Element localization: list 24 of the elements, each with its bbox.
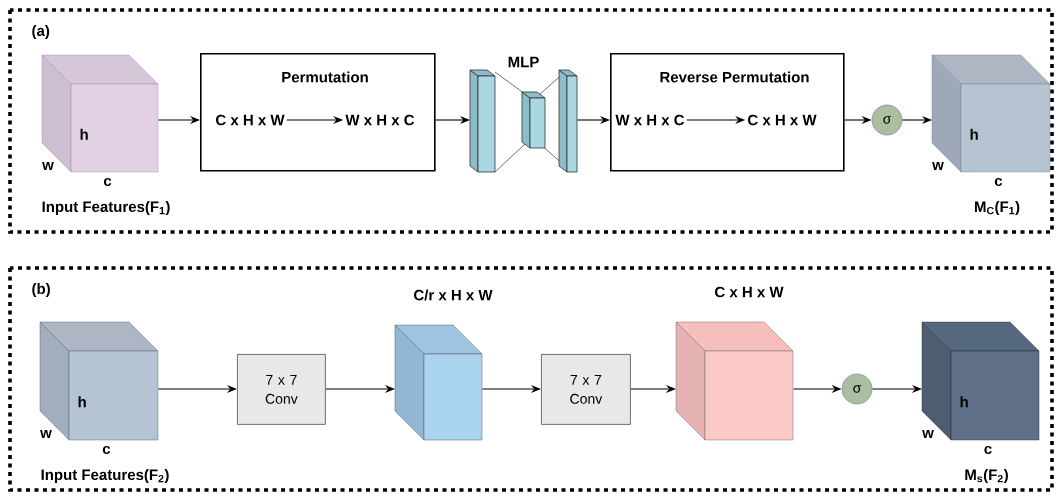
mlp-drawing: MLP [469, 56, 578, 173]
shape-text: C x H x W [216, 114, 285, 126]
feature-cube: C/r x H x W [394, 289, 493, 441]
axis-letter: w [922, 430, 934, 438]
node-label: C x H x W [715, 286, 784, 298]
axis-letter: c [994, 177, 1003, 187]
cube-caption: Input Features(F$_{1}$) [42, 201, 170, 215]
cube-caption: Input Features(F$_{2}$) [41, 469, 169, 483]
axis-letter: c [102, 445, 111, 455]
axis-letter: c [103, 177, 112, 187]
axis-letter: w [932, 162, 944, 170]
node-label: C/r x H x W [414, 289, 493, 301]
shape-text: W x H x C [615, 114, 685, 126]
shape-text: C x H x W [748, 114, 817, 126]
axis-letter: w [42, 162, 54, 170]
conv-box: 7 x 7 Conv [237, 354, 326, 425]
axis-letter: w [40, 430, 52, 438]
axis-letter: c [984, 445, 992, 455]
feature-cube: C x H x W [675, 286, 794, 441]
cube-caption: M$_{C}$(F$_{1}$) [975, 201, 1020, 215]
shape-text: W x H x C [345, 114, 415, 126]
conv-box: 7 x 7 Conv [541, 354, 631, 425]
cube-caption: M$_{s}$(F$_{2}$) [965, 469, 1008, 483]
node-label: MLP [508, 56, 539, 68]
